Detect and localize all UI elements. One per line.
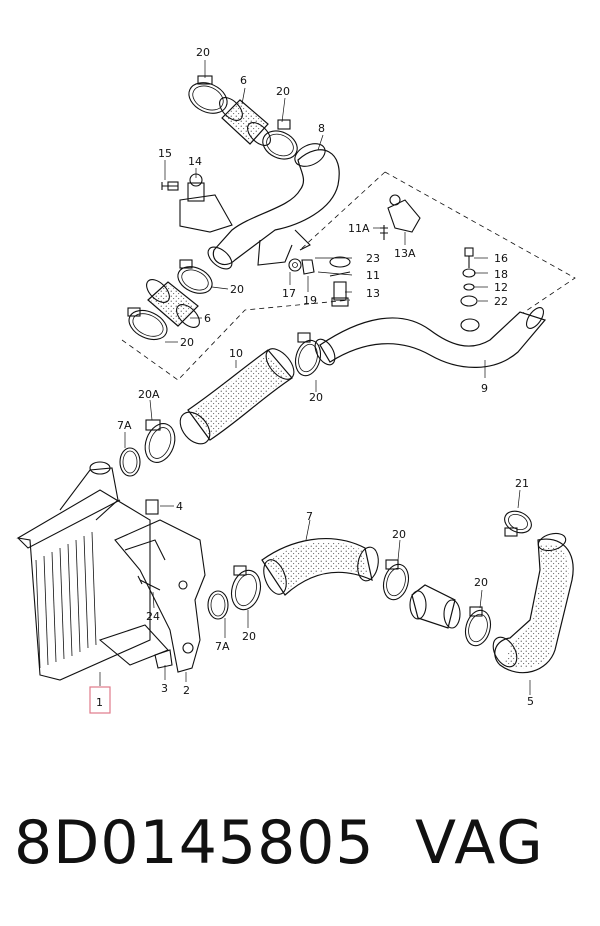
callout-6: 6 [240,74,247,87]
callout-1: 1 [96,696,103,709]
charge-air-pipe-upper [207,143,340,270]
callout-20: 20 [309,391,323,404]
callout-10: 10 [229,347,243,360]
callout-24: 24 [146,610,160,623]
callout-7A: 7A [117,419,132,432]
callout-20: 20 [230,283,244,296]
pressure-sensor-bracket [161,173,233,233]
hose-clamp-middle-left [177,259,213,294]
callout-14: 14 [188,155,202,168]
callout-20: 20 [474,576,488,589]
hose-clamp-right-2 [464,606,492,647]
parts-diagram: 20 6 20 8 15 14 11A 13A 16 23 11 18 12 1… [16,46,576,714]
callout-20: 20 [242,630,256,643]
callout-23: 23 [366,252,380,265]
callout-11: 11 [366,269,380,282]
hose-clamp-right-1 [382,559,410,601]
callout-16: 16 [494,252,508,265]
charge-air-hose-5 [492,532,574,674]
mount-4 [145,499,159,515]
intercooler-bracket [114,519,206,673]
callout-17: 17 [282,287,296,300]
callout-18: 18 [494,268,508,281]
hose-sleeve-right [409,584,461,629]
callout-9: 9 [481,382,488,395]
callout-19: 19 [303,294,317,307]
nut-3 [154,649,173,669]
hose-clamp-10 [294,332,322,377]
part-number: 8D0145805 [14,808,375,878]
callout-22: 22 [494,295,508,308]
callout-7A: 7A [215,640,230,653]
hose-sleeve-middle [146,279,200,328]
hose-clamp-upper [262,119,298,160]
hose-sleeve-top [219,97,271,146]
hose-clamp-lower-left [127,307,168,341]
callout-20: 20 [276,85,290,98]
callout-7: 7 [306,510,313,523]
hose-clamp-20A [144,419,176,463]
small-hardware [288,256,351,307]
callout-11A: 11A [348,222,370,235]
charge-air-hose-10 [179,348,295,445]
highlight-box [89,686,111,714]
charge-pressure-sensor [380,194,421,240]
brand-name: VAG [415,808,545,878]
callout-6: 6 [204,312,211,325]
charge-air-hose-7 [261,538,379,596]
callout-13A: 13A [394,247,416,260]
intercooler [16,461,169,681]
callout-5: 5 [527,695,534,708]
callout-20A: 20A [138,388,160,401]
hose-clamp-21 [504,510,532,537]
callout-8: 8 [318,122,325,135]
callout-3: 3 [161,682,168,695]
callout-13: 13 [366,287,380,300]
pin-24 [137,575,161,591]
callout-15: 15 [158,147,172,160]
assembly-boundary [121,171,576,381]
callout-21: 21 [515,477,529,490]
hose-clamp-lower-20 [230,565,262,611]
charge-air-pipe-9 [314,307,547,368]
seal-ring-7A-lower [207,590,229,620]
callout-20: 20 [392,528,406,541]
callout-12: 12 [494,281,508,294]
callout-labels: 20 6 20 8 15 14 11A 13A 16 23 11 18 12 1… [96,46,534,709]
leader-lines [99,60,531,695]
callout-4: 4 [176,500,183,513]
callout-2: 2 [183,684,190,697]
callout-20: 20 [180,336,194,349]
seal-ring-7A-upper [119,447,141,477]
bolt-stack [460,247,478,307]
callout-20: 20 [196,46,210,59]
